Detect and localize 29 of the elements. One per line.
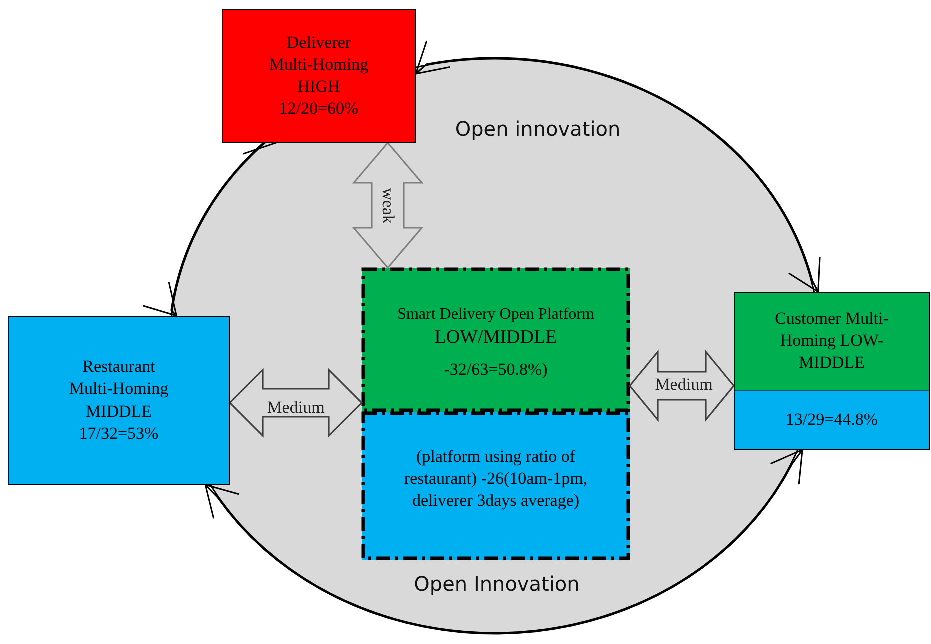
double-block-arrow xyxy=(228,368,364,438)
node-text: Multi-Homing xyxy=(269,54,369,76)
region-label: Open innovation xyxy=(455,117,621,141)
restaurant-box xyxy=(8,316,230,485)
node-text: (platform using ratio of restaurant) -26(10am-1pm, deliverer 3days average) xyxy=(403,446,589,512)
platform-ratio-box xyxy=(362,412,630,560)
status-panel: Customer Multi-Homing LOW-MIDDLE xyxy=(735,293,929,390)
node-text: LOW/MIDDLE xyxy=(434,326,558,350)
curved-arrow xyxy=(415,40,821,293)
deliverer-box xyxy=(222,9,416,143)
double-block-arrow xyxy=(352,142,424,270)
customer-box xyxy=(734,292,930,450)
node-text: Deliverer xyxy=(286,32,352,54)
edge-label: Medium xyxy=(267,398,325,418)
node-text: 17/32=53% xyxy=(79,422,159,445)
node-text: MIDDLE xyxy=(86,400,152,422)
region-label: Open Innovation xyxy=(414,572,580,596)
node-text: Restaurant xyxy=(82,356,156,378)
node-text: Smart Delivery Open Platform xyxy=(398,305,594,326)
edge-label: weak xyxy=(378,188,398,224)
node-text: -32/63=50.8%) xyxy=(444,358,548,381)
status-panel: 13/29=44.8% xyxy=(735,390,929,449)
double-block-arrow xyxy=(628,350,736,422)
node-text: Multi-Homing xyxy=(69,378,169,400)
node-text: HIGH xyxy=(298,76,340,98)
edge-label: Medium xyxy=(655,375,713,395)
curved-arrow xyxy=(204,449,804,635)
node-text: 12/20=60% xyxy=(279,98,359,120)
platform-box xyxy=(362,268,630,412)
